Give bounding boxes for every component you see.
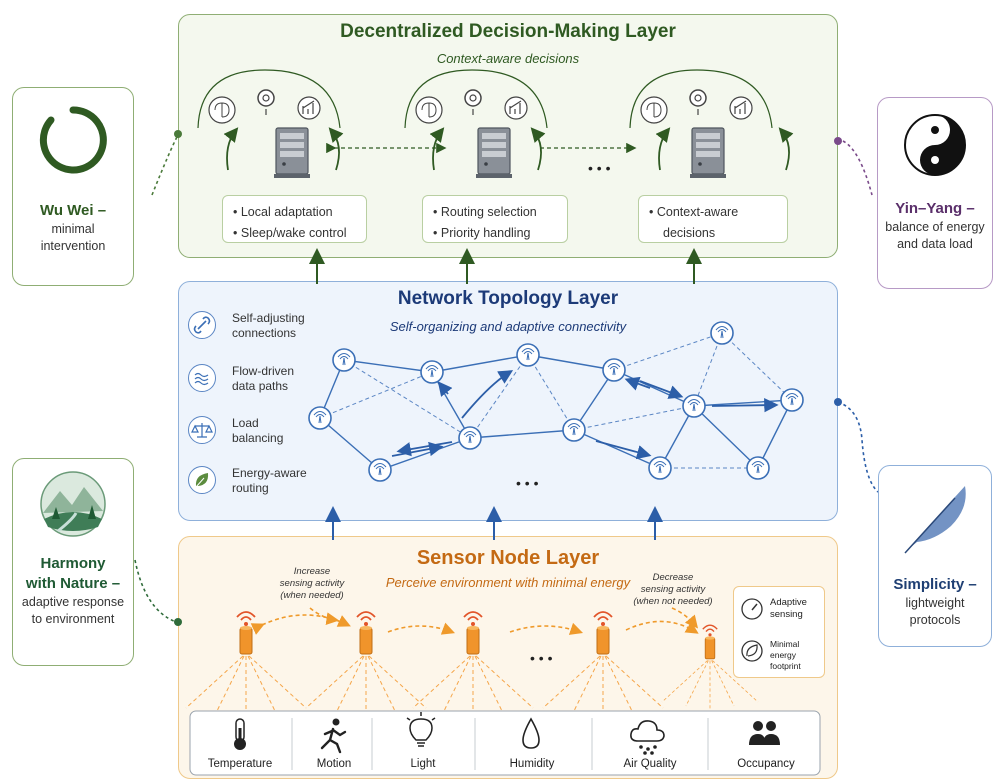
- wu-wei-desc-1: minimal: [51, 222, 95, 236]
- network-layer-title: Network Topology Layer: [397, 288, 619, 309]
- sensor-side-box: Adaptive sensing Minimal energy footprin…: [733, 586, 825, 678]
- yin-yang-desc-2: and data load: [897, 237, 973, 251]
- harmony-desc-2: to environment: [31, 612, 115, 626]
- decision-layer-title: Decentralized Decision-Making Layer: [340, 21, 676, 42]
- enso-circle-icon: [39, 106, 107, 174]
- sensor-layer-title: Sensor Node Layer: [416, 547, 600, 569]
- yin-yang-desc-1: balance of energy: [885, 220, 985, 234]
- sensor-label-motion: Motion: [316, 758, 352, 770]
- harmony-name-1: Harmony: [40, 555, 106, 572]
- yin-yang-name: Yin–Yang –: [895, 200, 975, 217]
- thermometer-icon: [234, 718, 246, 750]
- simplicity-name: Simplicity –: [893, 576, 977, 593]
- wu-wei-card: Wu Wei – minimal intervention: [12, 87, 134, 286]
- sensor-label-light: Light: [410, 758, 436, 770]
- sensor-label-temperature: Temperature: [207, 758, 273, 770]
- decision-ellipsis: • • •: [588, 160, 611, 176]
- yin-yang-icon: [904, 114, 966, 176]
- decrease-note-line-2: sensing activity: [640, 584, 706, 595]
- sensor-layer-subtitle: Perceive environment with minimal energy: [385, 575, 631, 590]
- decision-box-2-item-1: Routing selection: [433, 202, 557, 223]
- decrease-note-line-3: (when not needed): [633, 596, 713, 607]
- gauge-icon: [741, 598, 763, 620]
- balance-scale-icon: [188, 416, 216, 444]
- waves-icon: [188, 364, 216, 392]
- minimal-energy-line-1: Minimal energy: [770, 639, 800, 660]
- leaf-icon: [188, 466, 216, 494]
- decision-box-2: Routing selection Priority handling: [422, 195, 568, 243]
- feature-2-line-1: Flow-driven: [232, 364, 295, 378]
- decision-layer-subtitle: Context-aware decisions: [436, 51, 580, 66]
- harmony-desc-1: adaptive response: [21, 595, 125, 609]
- nature-landscape-icon: [40, 471, 106, 537]
- sensor-label-occupancy: Occupancy: [737, 758, 795, 770]
- network-layer-subtitle: Self-organizing and adaptive connectivit…: [389, 319, 627, 334]
- feature-2-line-2: data paths: [232, 379, 289, 393]
- feature-3-line-1: Load: [232, 416, 259, 430]
- link-icon: [188, 311, 216, 339]
- adaptive-sensing-label: Adaptive sensing: [770, 597, 807, 621]
- decision-box-3: Context-aware decisions: [638, 195, 788, 243]
- feature-load-balancing: Load balancing: [232, 416, 283, 446]
- increase-note-line-2: sensing activity: [279, 578, 345, 589]
- sensor-ellipsis: • • •: [530, 650, 553, 666]
- network-layer-panel: Network Topology Layer Self-organizing a…: [178, 281, 838, 521]
- sensor-label-humidity: Humidity: [509, 758, 555, 770]
- adaptive-sensing-line-2: sensing: [770, 609, 803, 620]
- feature-energy-aware: Energy-aware routing: [232, 466, 307, 496]
- decision-box-1-item-1: Local adaptation: [233, 202, 356, 223]
- decrease-note: Decrease sensing activity (when not need…: [628, 572, 718, 608]
- minimal-energy-line-2: footprint: [770, 661, 801, 671]
- decision-box-1: Local adaptation Sleep/wake control: [222, 195, 367, 243]
- wu-wei-desc-2: intervention: [40, 239, 106, 253]
- harmony-name-2: with Nature –: [25, 575, 121, 592]
- feature-4-line-2: routing: [232, 481, 269, 495]
- feature-3-line-2: balancing: [232, 431, 284, 445]
- feature-1-line-1: Self-adjusting: [232, 311, 305, 325]
- feather-icon: [904, 486, 966, 554]
- decision-box-2-item-2: Priority handling: [433, 223, 557, 244]
- adaptive-sensing-line-1: Adaptive: [770, 597, 807, 608]
- simplicity-desc-2: protocols: [909, 613, 961, 627]
- feature-self-adjusting: Self-adjusting connections: [232, 311, 305, 341]
- decision-box-3-item-2: decisions: [663, 226, 716, 240]
- feature-flow-driven: Flow-driven data paths: [232, 364, 294, 394]
- decision-box-1-item-2: Sleep/wake control: [233, 223, 356, 244]
- minimal-energy-label: Minimal energy footprint: [770, 639, 824, 672]
- increase-note: Increase sensing activity (when needed): [272, 566, 352, 602]
- yin-yang-card: Yin–Yang – balance of energy and data lo…: [877, 97, 993, 289]
- network-ellipsis: • • •: [516, 475, 539, 491]
- leaf-icon: [741, 640, 763, 662]
- decision-box-3-item-1: Context-aware: [649, 202, 777, 223]
- increase-note-line-1: Increase: [293, 566, 331, 577]
- feature-4-line-1: Energy-aware: [232, 466, 307, 480]
- harmony-card: Harmony with Nature – adaptive response …: [12, 458, 134, 666]
- decrease-note-line-1: Decrease: [652, 572, 694, 583]
- simplicity-desc-1: lightweight: [905, 596, 965, 610]
- increase-note-line-3: (when needed): [280, 590, 344, 601]
- wu-wei-name: Wu Wei –: [39, 202, 107, 219]
- feature-1-line-2: connections: [232, 326, 297, 340]
- simplicity-card: Simplicity – lightweight protocols: [878, 465, 992, 647]
- sensor-label-air-quality: Air Quality: [623, 758, 677, 770]
